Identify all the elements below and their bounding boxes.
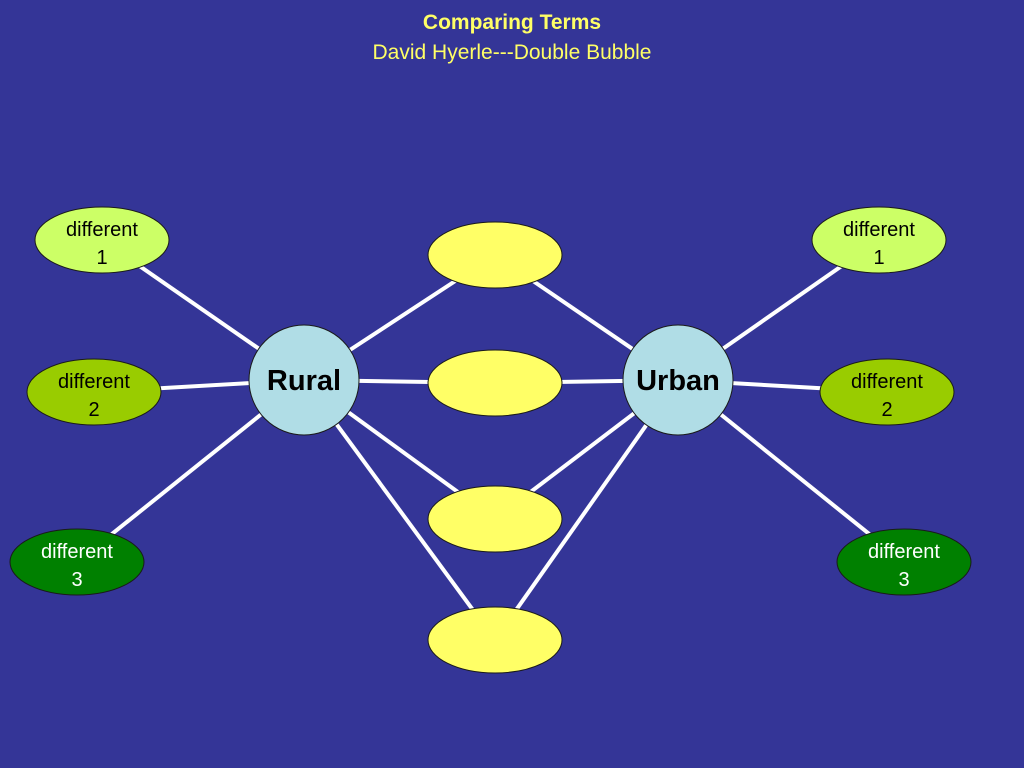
urban-different-number-2: 2	[881, 399, 892, 421]
urban-different-label-3: different	[868, 541, 940, 563]
shared-bubble-2	[427, 349, 563, 417]
rural-different-number-1: 1	[96, 247, 107, 269]
urban-different-label-1: different	[843, 219, 915, 241]
urban-term-circle	[622, 324, 734, 436]
shared-bubble-4	[427, 606, 563, 674]
urban-different-bubble-1: different 1	[811, 206, 947, 274]
rural-different-bubble-2: different 2	[26, 358, 162, 426]
urban-different-label-2: different	[851, 371, 923, 393]
rural-different-label-1: different	[66, 219, 138, 241]
shared-ellipse-4	[427, 606, 563, 674]
slide-title-block: Comparing Terms David Hyerle---Double Bu…	[0, 8, 1024, 68]
urban-term-bubble: Urban	[622, 324, 734, 436]
shared-bubble-1	[427, 221, 563, 289]
urban-term-label: Urban	[636, 365, 720, 397]
urban-different-ellipse-2	[819, 358, 955, 426]
rural-different-bubble-1: different 1	[34, 206, 170, 274]
rural-different-number-2: 2	[88, 399, 99, 421]
shared-ellipse-2	[427, 349, 563, 417]
rural-different-label-3: different	[41, 541, 113, 563]
rural-different-number-3: 3	[71, 569, 82, 591]
bubble-nodes: different 1 different 2 different 3 different 1…	[9, 206, 972, 674]
rural-term-circle	[248, 324, 360, 436]
connector-lines	[75, 238, 906, 642]
rural-different-ellipse-1	[34, 206, 170, 274]
urban-different-bubble-3: different 3	[836, 528, 972, 596]
rural-term-bubble: Rural	[248, 324, 360, 436]
shared-ellipse-3	[427, 485, 563, 553]
rural-different-ellipse-3	[9, 528, 145, 596]
urban-different-number-1: 1	[873, 247, 884, 269]
shared-bubble-3	[427, 485, 563, 553]
shared-ellipse-1	[427, 221, 563, 289]
urban-different-number-3: 3	[898, 569, 909, 591]
slide-title: Comparing Terms	[422, 11, 602, 34]
urban-different-ellipse-3	[836, 528, 972, 596]
urban-different-bubble-2: different 2	[819, 358, 955, 426]
urban-different-ellipse-1	[811, 206, 947, 274]
rural-term-label: Rural	[267, 365, 341, 397]
slide-subtitle: David Hyerle---Double Bubble	[372, 41, 652, 64]
rural-different-label-2: different	[58, 371, 130, 393]
rural-different-ellipse-2	[26, 358, 162, 426]
rural-different-bubble-3: different 3	[9, 528, 145, 596]
